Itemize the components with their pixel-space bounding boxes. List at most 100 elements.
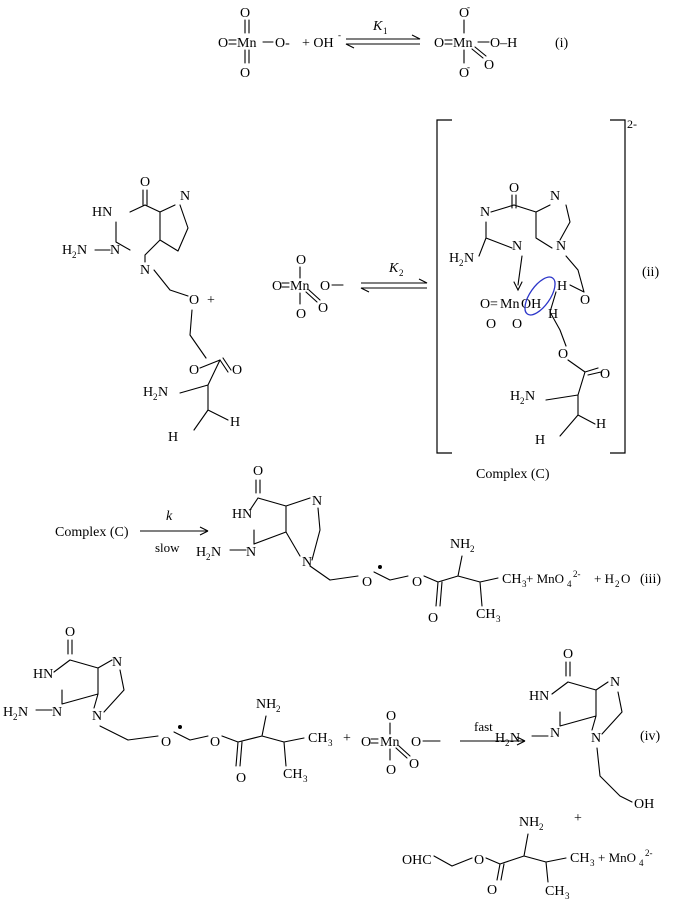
atom-h2n: H: [495, 731, 505, 746]
mno4-product-sup: 2-: [645, 848, 653, 858]
atom-o-ester-carbonyl: O: [236, 771, 246, 786]
atom-o-ester-carbonyl: O: [428, 611, 438, 626]
atom-o-bottom: O: [459, 66, 469, 81]
atom-n7: N: [550, 189, 560, 204]
atom-mn: Mn: [290, 279, 309, 294]
atom-n7: N: [180, 189, 190, 204]
atom-h2n-sub: 2: [72, 250, 77, 260]
atom-o-right: O-: [275, 36, 290, 51]
atom-mn: Mn: [500, 297, 519, 312]
atom-n7: N: [112, 655, 122, 670]
atom-o-ester-carbonyl: O: [232, 363, 242, 378]
atom-h2n-n: N: [18, 705, 28, 720]
rate-constant-k: k: [166, 509, 173, 524]
atom-h2n-n: N: [77, 243, 87, 258]
atom-o-bottom-right: O: [512, 317, 522, 332]
atom-o-ester-carbonyl: O: [600, 367, 610, 382]
atom-o-carbonyl: O: [509, 181, 519, 196]
mno4-product: + MnO: [526, 571, 564, 586]
hydroxo-permanganate: O - O Mn O - O O–H: [434, 2, 517, 81]
reaction-iv: O HN N N N H 2 N O O O NH 2 CH 3 CH 3 + …: [3, 625, 661, 900]
radical-dot: [378, 565, 382, 569]
atom-o-ester-carbonyl: O: [487, 883, 497, 898]
atom-n9: N: [302, 555, 312, 570]
atom-nh2: NH: [519, 815, 539, 830]
valacyclovir-molecule: O HN N N N H 2 N O + O O H 2 N H H: [62, 175, 242, 445]
hydroxide-charge: -: [338, 30, 341, 40]
label-ii: (ii): [642, 265, 659, 280]
atom-ch3: H: [596, 417, 606, 432]
complex-c-reactant: Complex (C): [55, 525, 129, 540]
atom-oh: O: [411, 735, 421, 750]
atom-h3c: H: [168, 430, 178, 445]
atom-h2n: H: [196, 545, 206, 560]
atom-ch3-bottom-sub: 3: [303, 774, 308, 784]
atom-o-ether: O: [580, 293, 590, 308]
atom-h3c: H: [535, 433, 545, 448]
atom-o-top: O: [296, 253, 306, 268]
atom-nh2-sub: 2: [539, 822, 544, 832]
atom-ch3-right: CH: [308, 731, 327, 746]
atom-h2n-n: N: [464, 251, 474, 266]
atom-o-carbonyl: O: [563, 647, 573, 662]
atom-o-bottom: O: [296, 307, 306, 322]
equilibrium-arrow-ii: K 2: [360, 261, 428, 293]
constant-k1-sub: 1: [383, 26, 388, 36]
equilibrium-arrow-i: K 1: [345, 19, 421, 49]
atom-ch3-bottom: CH: [476, 607, 495, 622]
complex-name: Complex (C): [476, 467, 550, 482]
note-slow: slow: [155, 540, 180, 555]
permanganate-ion: O O Mn O O-: [218, 6, 290, 81]
water-product-sub: 2: [615, 579, 620, 589]
atom-oh: O–H: [490, 36, 517, 51]
radical-reactant: O HN N N N H 2 N O O O NH 2 CH 3 CH 3: [3, 625, 333, 786]
atom-nh2-sub: 2: [470, 544, 475, 554]
atom-h2n-amino-sub: 2: [153, 392, 158, 402]
atom-ch3-bottom-sub: 3: [496, 614, 501, 624]
reaction-iii: Complex (C) k slow O HN N N N H 2 N O O …: [55, 464, 661, 626]
atom-o-ester: O: [189, 363, 199, 378]
atom-oh: OH: [521, 297, 541, 312]
atom-o-ester: O: [412, 575, 422, 590]
atom-n3: N: [246, 545, 256, 560]
atom-o-bottom-left: O: [486, 317, 496, 332]
atom-n9: N: [591, 731, 601, 746]
atom-h2n-amino-n: N: [158, 385, 168, 400]
radical-intermediate: O HN N N N H 2 N O O O NH 2 CH 3 CH 3: [196, 464, 527, 626]
atom-o-ether: O: [161, 735, 171, 750]
atom-o-ester: O: [210, 735, 220, 750]
highlight-ellipse: [524, 276, 556, 316]
atom-h2n: H: [3, 705, 13, 720]
fast-arrow: fast: [460, 719, 526, 746]
label-iii: (iii): [640, 572, 661, 587]
aldehyde-product: OHC O O NH 2 CH 3 CH 3: [402, 815, 595, 900]
charge-top: -: [467, 2, 470, 12]
atom-h2n: H: [62, 243, 72, 258]
atom-h2n-amino: H: [143, 385, 153, 400]
atom-o-ester: O: [474, 853, 484, 868]
atom-o-ether: O: [189, 293, 199, 308]
atom-o-carbonyl: O: [140, 175, 150, 190]
plus-sign: +: [207, 293, 215, 308]
atom-h-bottom: H: [548, 307, 558, 322]
atom-h2n-n: N: [510, 731, 520, 746]
mno4-product-sup: 2-: [573, 569, 581, 579]
atom-h2n-sub: 2: [13, 712, 18, 722]
complex-c: 2- O N N N N H 2 N O = Mn OH O O H H O O…: [436, 117, 637, 482]
atom-o-oxo: O: [318, 301, 328, 316]
water-product-o: O: [621, 571, 630, 586]
atom-h-top: H: [557, 279, 567, 294]
atom-n3: N: [550, 726, 560, 741]
constant-k2-sub: 2: [399, 268, 404, 278]
atom-o-carbonyl: O: [253, 464, 263, 479]
atom-nh2-sub: 2: [276, 704, 281, 714]
atom-h2n-n: N: [211, 545, 221, 560]
constant-k2: K: [388, 261, 399, 276]
atom-o-bottom: O: [240, 66, 250, 81]
atom-h2n-sub: 2: [459, 258, 464, 268]
atom-oh: OH: [634, 797, 654, 812]
atom-ch3-right-sub: 3: [590, 858, 595, 868]
atom-ch3: H: [230, 415, 240, 430]
atom-ch3-right: CH: [502, 572, 521, 587]
